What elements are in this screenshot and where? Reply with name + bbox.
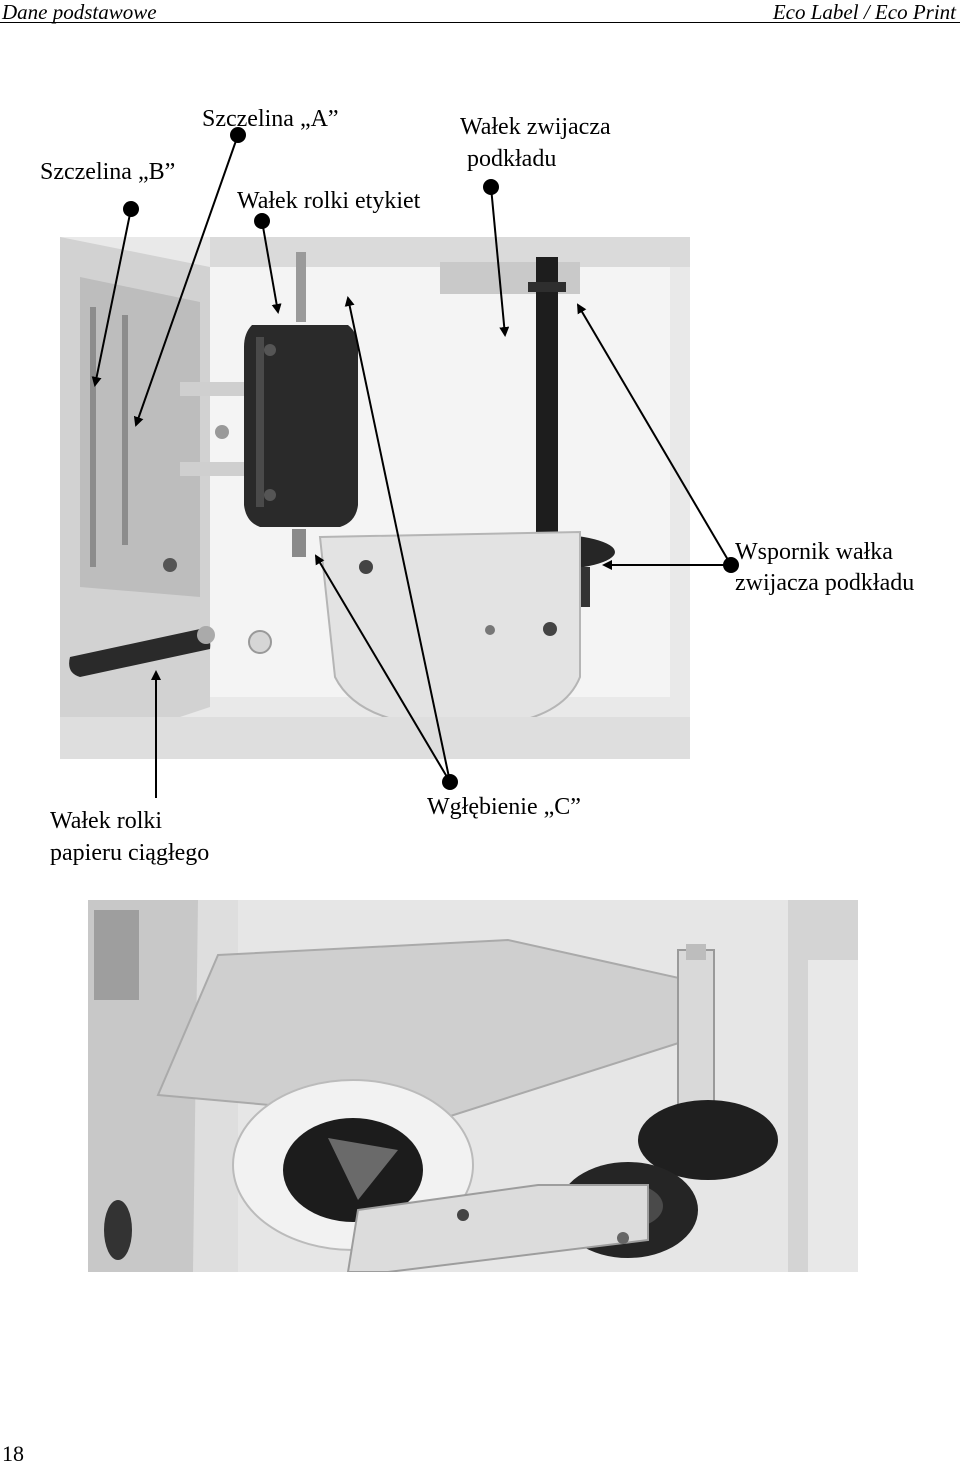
callout-dot-recess-c [442,774,458,790]
paper-path-photo [88,900,858,1272]
label-liner-rewinder-line1: Wałek zwijacza [460,114,611,140]
label-liner-rewinder-line2: podkładu [467,146,557,172]
label-label-roll-shaft: Wałek rolki etykiet [237,188,421,214]
label-paper-roll-line1: Wałek rolki [50,808,163,834]
label-slot-a: Szczelina „A” [202,106,339,132]
label-paper-roll-line2: papieru ciągłego [50,840,210,866]
label-rewinder-support-line2: zwijacza podkładu [735,570,915,596]
label-slot-b: Szczelina „B” [40,159,176,185]
label-recess-c: Wgłębienie „C” [427,794,581,820]
label-rewinder-support-line1: Wspornik wałka [735,539,893,565]
printer-interior-photo [60,237,690,759]
running-header-right: Eco Label / Eco Print [772,0,956,24]
callout-dot-slot-b [123,201,139,217]
page-number: 18 [2,1441,24,1466]
running-header-left: Dane podstawowe [2,0,157,24]
header-rule [0,22,960,23]
callout-dot-liner-rewinder [483,179,499,195]
